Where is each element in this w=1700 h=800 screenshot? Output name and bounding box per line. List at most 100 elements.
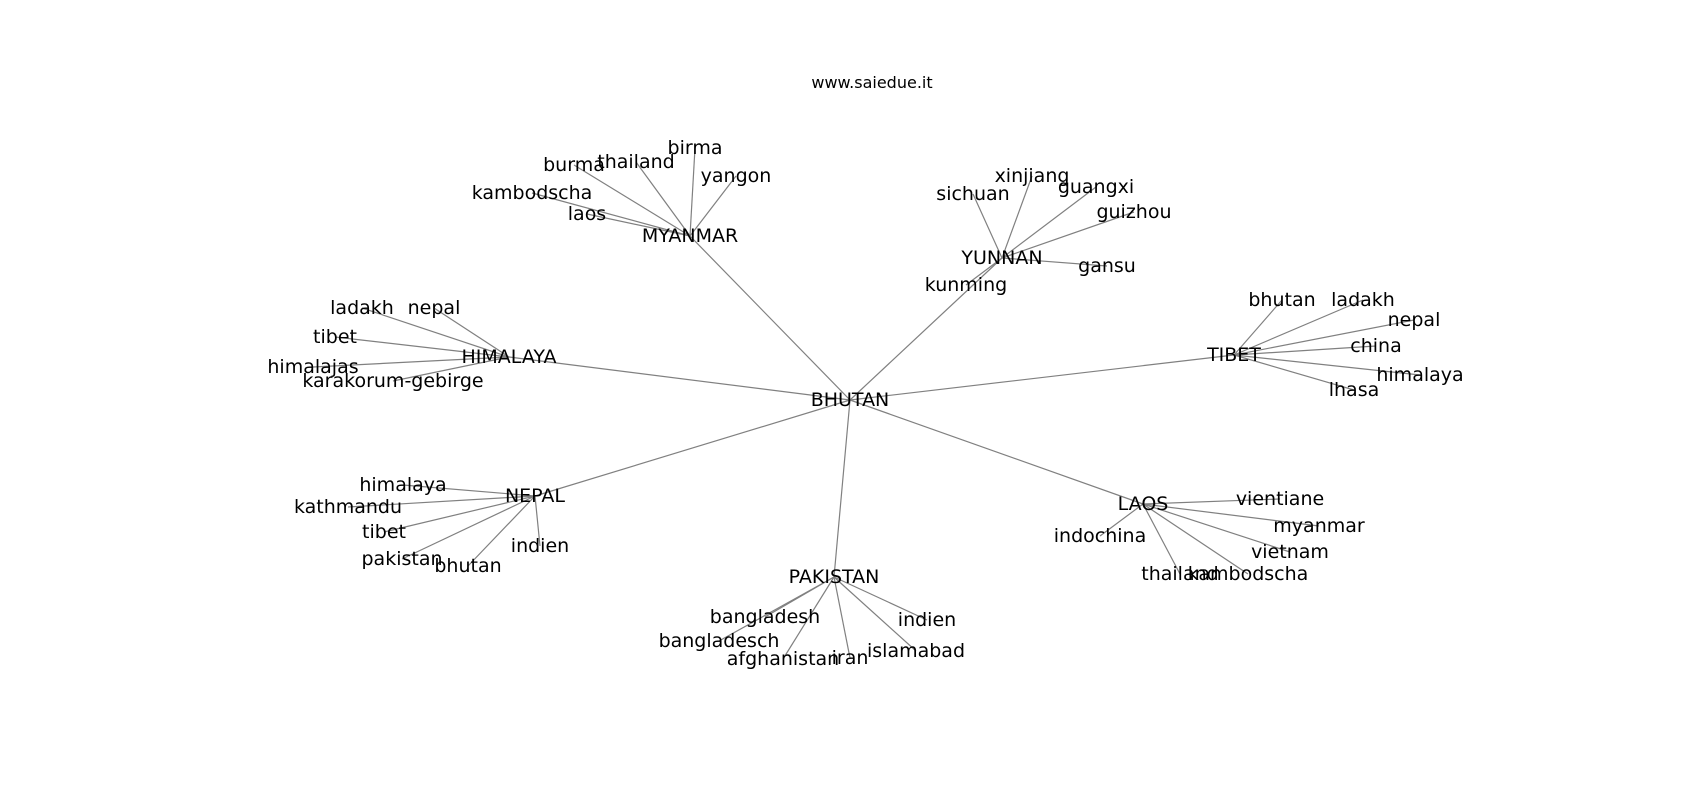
leaf-node-label: ladakh: [1331, 289, 1395, 311]
edge-hub-to-leaf: [1233, 354, 1355, 391]
leaf-node-label: myanmar: [1273, 515, 1365, 537]
leaf-node-label: himalaya: [1376, 364, 1463, 386]
leaf-node-label: kambodscha: [472, 182, 593, 204]
edge-hub-to-leaf: [972, 193, 1003, 259]
leaf-node-label: yangon: [701, 165, 772, 187]
edge-hub-to-leaf: [586, 213, 691, 237]
leaf-node-label: tibet: [313, 326, 357, 348]
edge-hub-to-leaf: [1142, 503, 1291, 553]
leaf-node-label: xinjiang: [995, 165, 1070, 187]
edge-hub-to-leaf: [1001, 186, 1097, 259]
graph-title: www.saiedue.it: [811, 73, 932, 92]
leaf-node-label: vientiane: [1236, 488, 1324, 510]
leaf-node-label: ladakh: [330, 297, 394, 319]
edge-hub-to-leaf: [833, 576, 917, 652]
leaf-node-label: indochina: [1054, 525, 1146, 547]
hub-node-label: PAKISTAN: [789, 566, 880, 588]
leaf-node-label: guangxi: [1058, 176, 1134, 198]
leaf-node-label: sichuan: [936, 183, 1009, 205]
edge-hub-to-leaf: [1233, 299, 1364, 356]
edge-hub-to-leaf: [833, 576, 851, 659]
edge-hub-to-leaf: [1001, 175, 1033, 259]
edge-hub-to-leaf: [361, 307, 510, 358]
edge-hub-to-leaf: [401, 495, 536, 560]
edges-layer: [312, 147, 1421, 660]
edge-hub-to-leaf: [1233, 299, 1283, 356]
edge-hub-to-leaf: [573, 164, 691, 237]
edge-hub-to-leaf: [689, 147, 696, 237]
leaf-node-label: nepal: [1388, 309, 1441, 331]
labels-layer: BHUTANMYANMARbirmathailandyangonburmakam…: [267, 137, 1463, 670]
hub-node-label: HIMALAYA: [462, 346, 557, 368]
edge-center-to-hub: [849, 257, 1003, 401]
leaf-node-label: bangladesch: [659, 630, 780, 652]
leaf-node-label: afghanistan: [727, 648, 839, 670]
edge-hub-to-leaf: [689, 175, 737, 237]
edge-hub-to-leaf: [1142, 503, 1249, 575]
leaf-node-label: thailand: [597, 151, 674, 173]
leaf-node-label: tibet: [362, 521, 406, 543]
edge-hub-to-leaf: [833, 576, 928, 621]
edge-center-to-hub: [534, 399, 851, 497]
edge-center-to-hub: [833, 399, 851, 578]
edge-hub-to-leaf: [1142, 503, 1181, 575]
leaf-node-label: indien: [898, 609, 956, 631]
edge-hub-to-leaf: [1001, 257, 1108, 267]
leaf-node-label: thailand: [1141, 563, 1218, 585]
edge-hub-to-leaf: [531, 192, 691, 237]
leaf-node-label: nepal: [408, 297, 461, 319]
leaf-node-label: islamabad: [867, 640, 965, 662]
hub-node-label: NEPAL: [505, 485, 565, 507]
edge-hub-to-leaf: [312, 356, 510, 368]
leaf-node-label: laos: [568, 203, 606, 225]
edge-hub-to-leaf: [402, 484, 536, 497]
hub-node-label: TIBET: [1206, 344, 1261, 366]
edge-hub-to-leaf: [1233, 354, 1421, 376]
leaf-node-label: bhutan: [434, 555, 501, 577]
hub-node-label: YUNNAN: [960, 247, 1042, 269]
edge-hub-to-leaf: [1233, 319, 1415, 356]
edge-center-to-hub: [849, 399, 1144, 505]
edge-center-to-hub: [689, 235, 851, 401]
hub-node-label: MYANMAR: [642, 225, 738, 247]
leaf-node-label: kathmandu: [294, 496, 402, 518]
edge-hub-to-leaf: [383, 495, 536, 533]
leaf-node-label: kunming: [925, 274, 1007, 296]
leaf-node-label: china: [1350, 335, 1401, 357]
leaf-node-label: indien: [511, 535, 569, 557]
edge-hub-to-leaf: [334, 336, 510, 358]
edge-hub-to-leaf: [965, 257, 1003, 286]
leaf-node-label: burma: [543, 154, 605, 176]
edge-hub-to-leaf: [347, 495, 536, 508]
edge-center-to-hub: [508, 356, 851, 401]
edge-hub-to-leaf: [718, 576, 835, 642]
edge-hub-to-leaf: [782, 576, 835, 660]
leaf-node-label: bhutan: [1248, 289, 1315, 311]
leaf-node-label: birma: [668, 137, 723, 159]
edge-hub-to-leaf: [534, 495, 541, 547]
edge-hub-to-leaf: [1001, 211, 1135, 259]
edge-hub-to-leaf: [1233, 345, 1377, 356]
leaf-node-label: himalaya: [359, 474, 446, 496]
edge-hub-to-leaf: [467, 495, 536, 567]
edge-hub-to-leaf: [1142, 498, 1281, 505]
leaf-node-label: vietnam: [1251, 541, 1329, 563]
edge-hub-to-leaf: [392, 356, 510, 382]
leaf-node-label: lhasa: [1329, 379, 1380, 401]
leaf-node-label: bangladesh: [710, 606, 820, 628]
edge-center-to-hub: [849, 354, 1235, 401]
edge-hub-to-leaf: [1142, 503, 1320, 527]
leaf-node-label: karakorum-gebirge: [302, 370, 483, 392]
edge-hub-to-leaf: [433, 307, 510, 358]
center-node-label: BHUTAN: [811, 389, 890, 411]
edge-hub-to-leaf: [635, 161, 691, 237]
hub-node-label: LAOS: [1118, 493, 1169, 515]
leaf-node-label: iran: [832, 647, 869, 669]
leaf-node-label: gansu: [1078, 255, 1136, 277]
leaf-node-label: guizhou: [1096, 201, 1171, 223]
edge-hub-to-leaf: [1099, 503, 1144, 537]
leaf-node-label: himalajas: [267, 356, 358, 378]
leaf-node-label: kambodscha: [1188, 563, 1309, 585]
leaf-node-label: pakistan: [361, 548, 442, 570]
